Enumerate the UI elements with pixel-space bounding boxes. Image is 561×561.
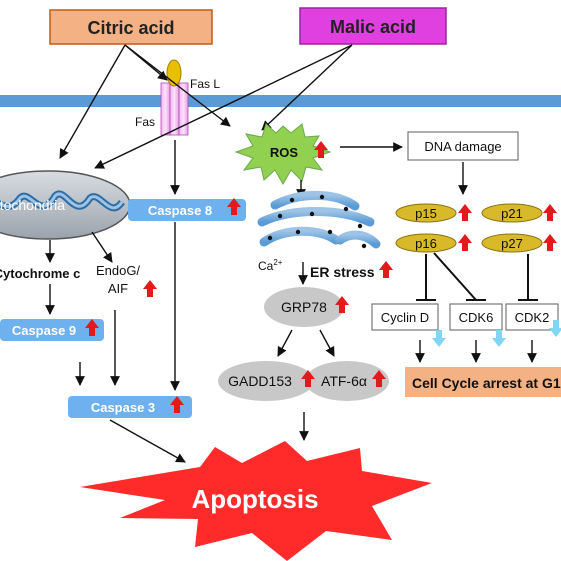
cyclin-d-box: Cyclin D bbox=[371, 303, 439, 331]
cell-cycle-arrest-box: Cell Cycle arrest at G1 bbox=[405, 367, 561, 397]
ros-starburst: ROS bbox=[234, 123, 332, 186]
endog-label-line2: AIF bbox=[108, 281, 128, 296]
cell-membrane bbox=[0, 95, 561, 107]
caspase-8-up-arrow-icon bbox=[227, 198, 241, 215]
up-arrows bbox=[85, 141, 557, 413]
mito-arrows bbox=[45, 222, 186, 463]
gadd153-up-arrow-icon bbox=[301, 370, 315, 387]
er-stress-label: ER stress bbox=[310, 264, 375, 280]
caspase-8-label: Caspase 8 bbox=[148, 203, 212, 218]
caspase-8-box: Caspase 8 bbox=[128, 199, 246, 221]
fas-ligand-label: Fas L bbox=[190, 77, 220, 91]
p16-label: p16 bbox=[415, 236, 437, 251]
p15-node: p15 bbox=[395, 203, 457, 223]
p27-label: p27 bbox=[501, 236, 523, 251]
malic-acid-box: Malic acid bbox=[299, 7, 447, 45]
p15-up-arrow-icon bbox=[458, 204, 472, 221]
p16-node: p16 bbox=[395, 233, 457, 253]
cdk2-down-arrow-icon bbox=[549, 320, 561, 337]
cdk2-label: CDK2 bbox=[515, 310, 550, 325]
calcium-label: Ca2+ bbox=[258, 258, 283, 273]
grp78-node: GRP78 bbox=[264, 287, 344, 327]
endog-up-arrow-icon bbox=[143, 280, 157, 297]
p15-label: p15 bbox=[415, 206, 437, 221]
caspase-9-label: Caspase 9 bbox=[12, 323, 76, 338]
citric-acid-box: Citric acid bbox=[49, 9, 213, 45]
cdk6-label: CDK6 bbox=[459, 310, 494, 325]
atf6-label: ATF-6α bbox=[321, 373, 367, 389]
fas-receptor-label: Fas bbox=[135, 115, 155, 129]
er-stress-up-arrow-icon bbox=[379, 261, 393, 278]
atf6-node: ATF-6α bbox=[305, 361, 389, 401]
down-arrows bbox=[432, 320, 561, 347]
grp78-arrows bbox=[277, 329, 335, 441]
cytochrome-c-label: Cytochrome c bbox=[0, 266, 80, 281]
gadd153-label: GADD153 bbox=[228, 373, 292, 389]
p27-node: p27 bbox=[481, 233, 543, 253]
endoplasmic-reticulum bbox=[257, 190, 381, 249]
p16-up-arrow-icon bbox=[458, 234, 472, 251]
ros-label: ROS bbox=[270, 145, 299, 160]
caspase-3-box: Caspase 3 bbox=[68, 396, 192, 418]
p21-node: p21 bbox=[481, 203, 543, 223]
malic-acid-label: Malic acid bbox=[330, 17, 416, 37]
p21-label: p21 bbox=[501, 206, 523, 221]
cdk2-box: CDK2 bbox=[505, 303, 559, 331]
dna-damage-box: DNA damage bbox=[407, 131, 519, 161]
inhibition-lines bbox=[416, 252, 538, 301]
citric-acid-label: Citric acid bbox=[87, 18, 174, 38]
caspase-9-up-arrow-icon bbox=[85, 319, 99, 336]
gadd153-node: GADD153 bbox=[218, 361, 314, 401]
source-arrows bbox=[59, 44, 353, 195]
caspase-9-box: Caspase 9 bbox=[0, 319, 104, 341]
ros-up-arrow-icon bbox=[314, 141, 328, 158]
mitochondria-label: Mitochondria bbox=[0, 197, 65, 213]
cdk6-down-arrow-icon bbox=[492, 330, 506, 347]
cell-cycle-arrows bbox=[415, 340, 537, 363]
grp78-up-arrow-icon bbox=[335, 296, 349, 313]
grp78-label: GRP78 bbox=[281, 299, 327, 315]
atf6-up-arrow-icon bbox=[372, 370, 386, 387]
cell-cycle-arrest-label: Cell Cycle arrest at G1 bbox=[412, 375, 561, 391]
cyclin-d-label: Cyclin D bbox=[381, 310, 429, 325]
apoptosis-starburst: Apoptosis bbox=[80, 441, 432, 561]
mitochondria: Mitochondria bbox=[0, 170, 131, 240]
dna-damage-label: DNA damage bbox=[424, 139, 501, 154]
apoptosis-label: Apoptosis bbox=[191, 484, 318, 514]
p21-up-arrow-icon bbox=[543, 204, 557, 221]
endog-label-line1: EndoG/ bbox=[96, 263, 140, 278]
caspase-3-label: Caspase 3 bbox=[91, 400, 155, 415]
caspase-3-up-arrow-icon bbox=[170, 396, 184, 413]
cyclin-d-down-arrow-icon bbox=[432, 330, 446, 347]
cdk6-box: CDK6 bbox=[449, 303, 503, 331]
p27-up-arrow-icon bbox=[543, 234, 557, 251]
